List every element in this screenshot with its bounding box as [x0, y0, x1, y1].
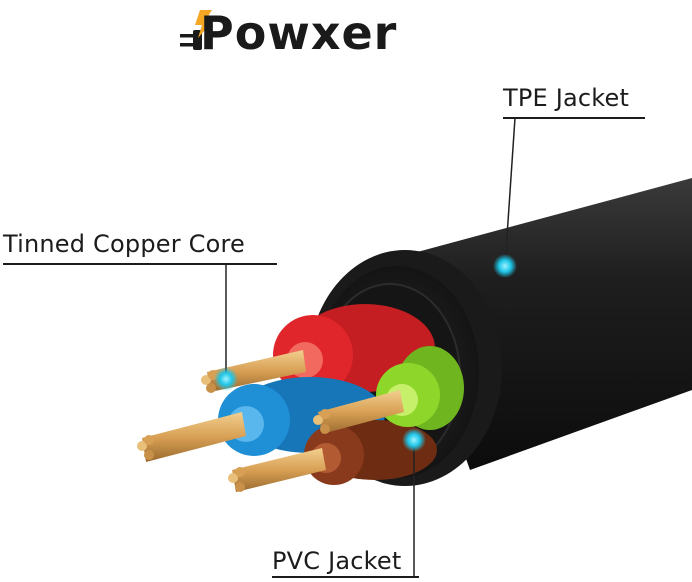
- callout-lines: [225, 117, 516, 577]
- pvc-jacket-label: PVC Jacket: [272, 547, 402, 575]
- core-marker: [214, 367, 238, 391]
- lightning-bolt-icon: [195, 10, 213, 38]
- green-wire: [313, 346, 464, 434]
- brand-name: Powxer: [200, 6, 398, 60]
- brand-logo: Powxer: [178, 6, 440, 68]
- blue-wire-copper: [137, 412, 246, 462]
- brown-wire-copper: [228, 448, 326, 492]
- tpe-marker: [493, 254, 517, 278]
- tinned-copper-core-label: Tinned Copper Core: [3, 230, 245, 258]
- tpe-jacket-label: TPE Jacket: [503, 84, 630, 112]
- pvc-jacket-underline: [272, 576, 419, 578]
- green-wire-copper: [313, 390, 404, 434]
- pvc-marker: [402, 428, 426, 452]
- tpe-jacket-underline: [503, 117, 645, 119]
- tinned-copper-core-underline: [3, 263, 277, 265]
